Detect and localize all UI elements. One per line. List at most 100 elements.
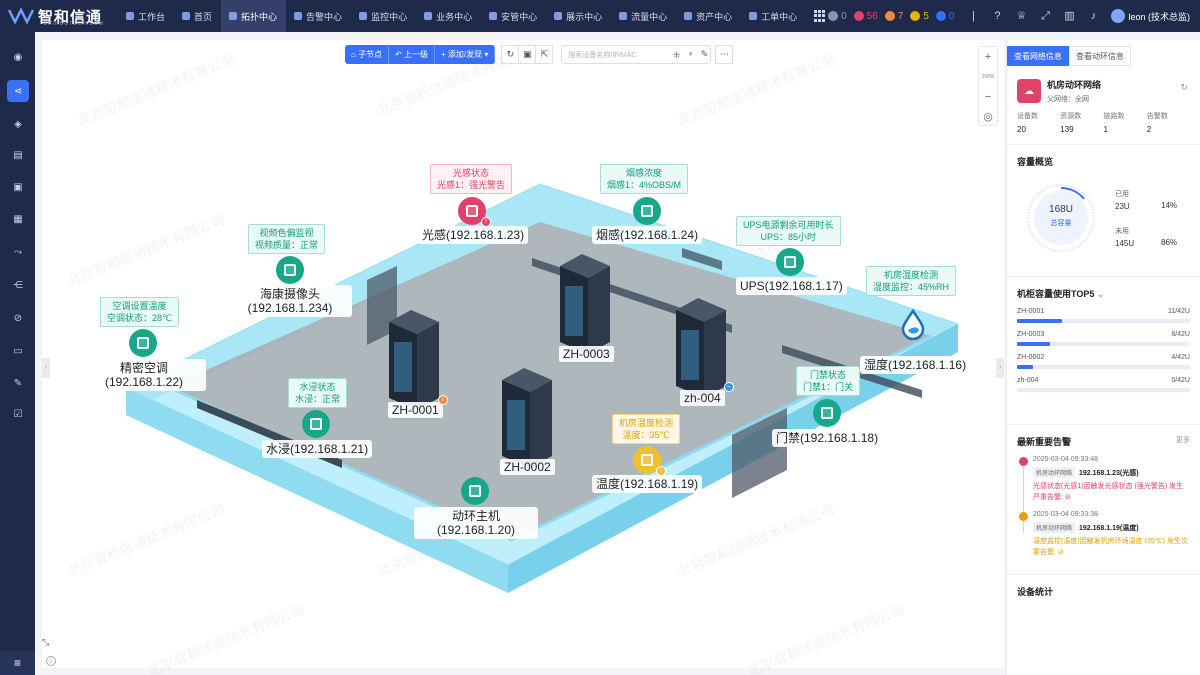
sidebar-check-icon[interactable]: ☑	[13, 408, 23, 420]
expand-left-icon[interactable]: ›	[42, 358, 50, 378]
sidebar-menu-icon[interactable]: ≡	[0, 651, 35, 675]
sidebar-message-icon[interactable]: ▭	[13, 345, 23, 357]
alarm-count: 56	[866, 10, 878, 22]
water-drop-icon[interactable]	[897, 308, 929, 340]
canvas-fullscreen-icon[interactable]: ⤡	[42, 637, 50, 647]
brand-logo[interactable]: 智和信通 ZHIHUOTECH.COM	[0, 0, 118, 32]
nav-tab[interactable]: 拓扑中心	[221, 0, 287, 32]
user-menu[interactable]: leon (技术总监)	[1111, 9, 1190, 23]
nav-tab[interactable]: 展示中心	[546, 0, 611, 32]
nav-tab[interactable]: 工单中心	[741, 0, 806, 32]
water-leak-icon[interactable]	[302, 410, 330, 438]
zoom-reset-icon[interactable]: ◎	[983, 111, 993, 123]
stats-values: 20 139 1 2	[1017, 125, 1190, 134]
bubble-text: 视频质量：正常	[255, 240, 319, 250]
zoom-out-button[interactable]: −	[984, 91, 992, 103]
top5-title[interactable]: 机柜容量使用TOP5 ⌄	[1017, 287, 1190, 300]
nav-tab[interactable]: 流量中心	[611, 0, 676, 32]
question-icon[interactable]: ?	[994, 10, 1001, 22]
nav-tab[interactable]: 工作台	[118, 0, 174, 32]
add-discover-button[interactable]: + 添加/发现 ▾	[435, 45, 496, 64]
nav-tab-label: 拓扑中心	[241, 11, 278, 22]
host-icon[interactable]	[461, 477, 489, 505]
section-title: 机柜容量使用TOP5	[1017, 289, 1095, 299]
nav-tab[interactable]: 告警中心	[286, 0, 351, 32]
stat-value: 1	[1103, 125, 1108, 134]
ups-icon[interactable]	[776, 248, 804, 276]
camera-icon[interactable]	[276, 256, 304, 284]
shirt-theme-icon[interactable]: ♕	[1016, 10, 1027, 22]
user-name: leon (技术总监)	[1128, 11, 1190, 22]
alarm-counter[interactable]: 0	[935, 11, 954, 22]
save-icon[interactable]: ▣	[518, 45, 537, 64]
nav-tab[interactable]: 监控中心	[351, 0, 416, 32]
sidebar-topology-icon[interactable]: ⋖	[7, 80, 29, 102]
cabinet-zh-0002-graphic[interactable]	[502, 368, 558, 468]
more-link[interactable]: 更多	[1176, 437, 1190, 444]
alarm-counter[interactable]: 7	[884, 10, 904, 22]
bubble-text: 门禁1：门关	[803, 382, 854, 392]
cabinet-zh-0003-graphic[interactable]	[560, 254, 616, 354]
nav-tab[interactable]: 资产中心	[676, 0, 741, 32]
topology-canvas[interactable]: 北京智和信通技术有限公司 北京智和信通技术有限公司 北京智和信通技术有限公司 北…	[42, 40, 1004, 675]
capacity-total-label: 总容量	[1050, 220, 1072, 227]
tab-env-info[interactable]: 查看动环信息	[1069, 46, 1131, 66]
sidebar-flow-icon[interactable]: ⤳	[14, 246, 22, 258]
alarm-counter[interactable]: 56	[853, 10, 878, 22]
edit-icon[interactable]: ✎	[700, 49, 709, 59]
nav-tab[interactable]: 业务中心	[416, 0, 481, 32]
sidebar-layers-icon[interactable]: ◈	[14, 118, 22, 130]
nav-tab[interactable]: 首页	[174, 0, 221, 32]
sidebar-clipboard-icon[interactable]: ▦	[13, 213, 23, 225]
sidebar-wrench-icon[interactable]: ✎	[13, 377, 23, 389]
cabinet-usage: 8/42U	[1171, 331, 1190, 338]
tab-network-info[interactable]: 查看网络信息	[1007, 46, 1069, 66]
refresh-icon[interactable]: ↻	[501, 45, 520, 64]
camera-bubble: 视频色偏监视 视频质量：正常	[248, 224, 326, 254]
sidebar-list-icon[interactable]: ▤	[13, 149, 23, 161]
alarm-count: 7	[897, 10, 904, 22]
door-access-icon[interactable]	[813, 399, 841, 427]
layout-icon[interactable]: ▥	[1064, 10, 1075, 22]
nav-tab-icon	[554, 12, 563, 20]
stat-label: 告警数	[1146, 113, 1168, 120]
fullscreen-icon[interactable]: ⤢	[1041, 10, 1050, 22]
export-icon[interactable]: ⇱	[535, 45, 554, 64]
zoom-level: 158%	[981, 74, 995, 80]
apps-grid-icon[interactable]	[814, 10, 826, 22]
water-leak-label: 水浸(192.168.1.21)	[262, 440, 373, 458]
used-value: 23U	[1115, 202, 1130, 211]
used-label: 已用	[1115, 191, 1129, 198]
zoom-in-button[interactable]: +	[984, 51, 992, 63]
nav-tab[interactable]: 安管中心	[481, 0, 546, 32]
alarm-counter[interactable]: 0	[828, 11, 847, 22]
cabinet-zh-004-graphic[interactable]	[676, 298, 732, 398]
sidebar-logo-icon[interactable]: ◉	[13, 51, 23, 63]
air-conditioner-icon[interactable]	[129, 329, 157, 357]
cabinet-zh-0001-graphic[interactable]	[389, 310, 445, 410]
divider	[1007, 424, 1200, 425]
more-icon[interactable]: ⋯	[715, 45, 734, 64]
zoom-control: + 158% − ◎	[978, 46, 998, 126]
sidebar-compass-icon[interactable]: ⊘	[13, 312, 23, 324]
search-input[interactable]: 搜索设备名称/IP/MAC ⁜ ▾	[561, 45, 712, 64]
up-level-button[interactable]: ↶ 上一级	[389, 45, 435, 64]
sidebar-lock-icon[interactable]: ▣	[13, 181, 23, 193]
logo-icon	[8, 7, 34, 25]
cabinet-warning-badge: !	[438, 395, 448, 405]
bell-icon[interactable]: ♪	[1090, 10, 1097, 22]
alarm-counter[interactable]: 5	[910, 11, 929, 22]
child-node-button[interactable]: ⌂ 子节点	[345, 45, 390, 64]
filter-icon[interactable]: ⁜	[672, 50, 681, 60]
sidebar-share-icon[interactable]: ⋲	[13, 279, 23, 291]
chevron-down-icon[interactable]: ▾	[688, 51, 693, 58]
smoke-sensor-icon[interactable]	[633, 197, 661, 225]
expand-right-icon[interactable]: ›	[996, 358, 1004, 378]
refresh-icon[interactable]: ↻	[1180, 82, 1188, 92]
info-icon[interactable]: i	[46, 656, 56, 666]
